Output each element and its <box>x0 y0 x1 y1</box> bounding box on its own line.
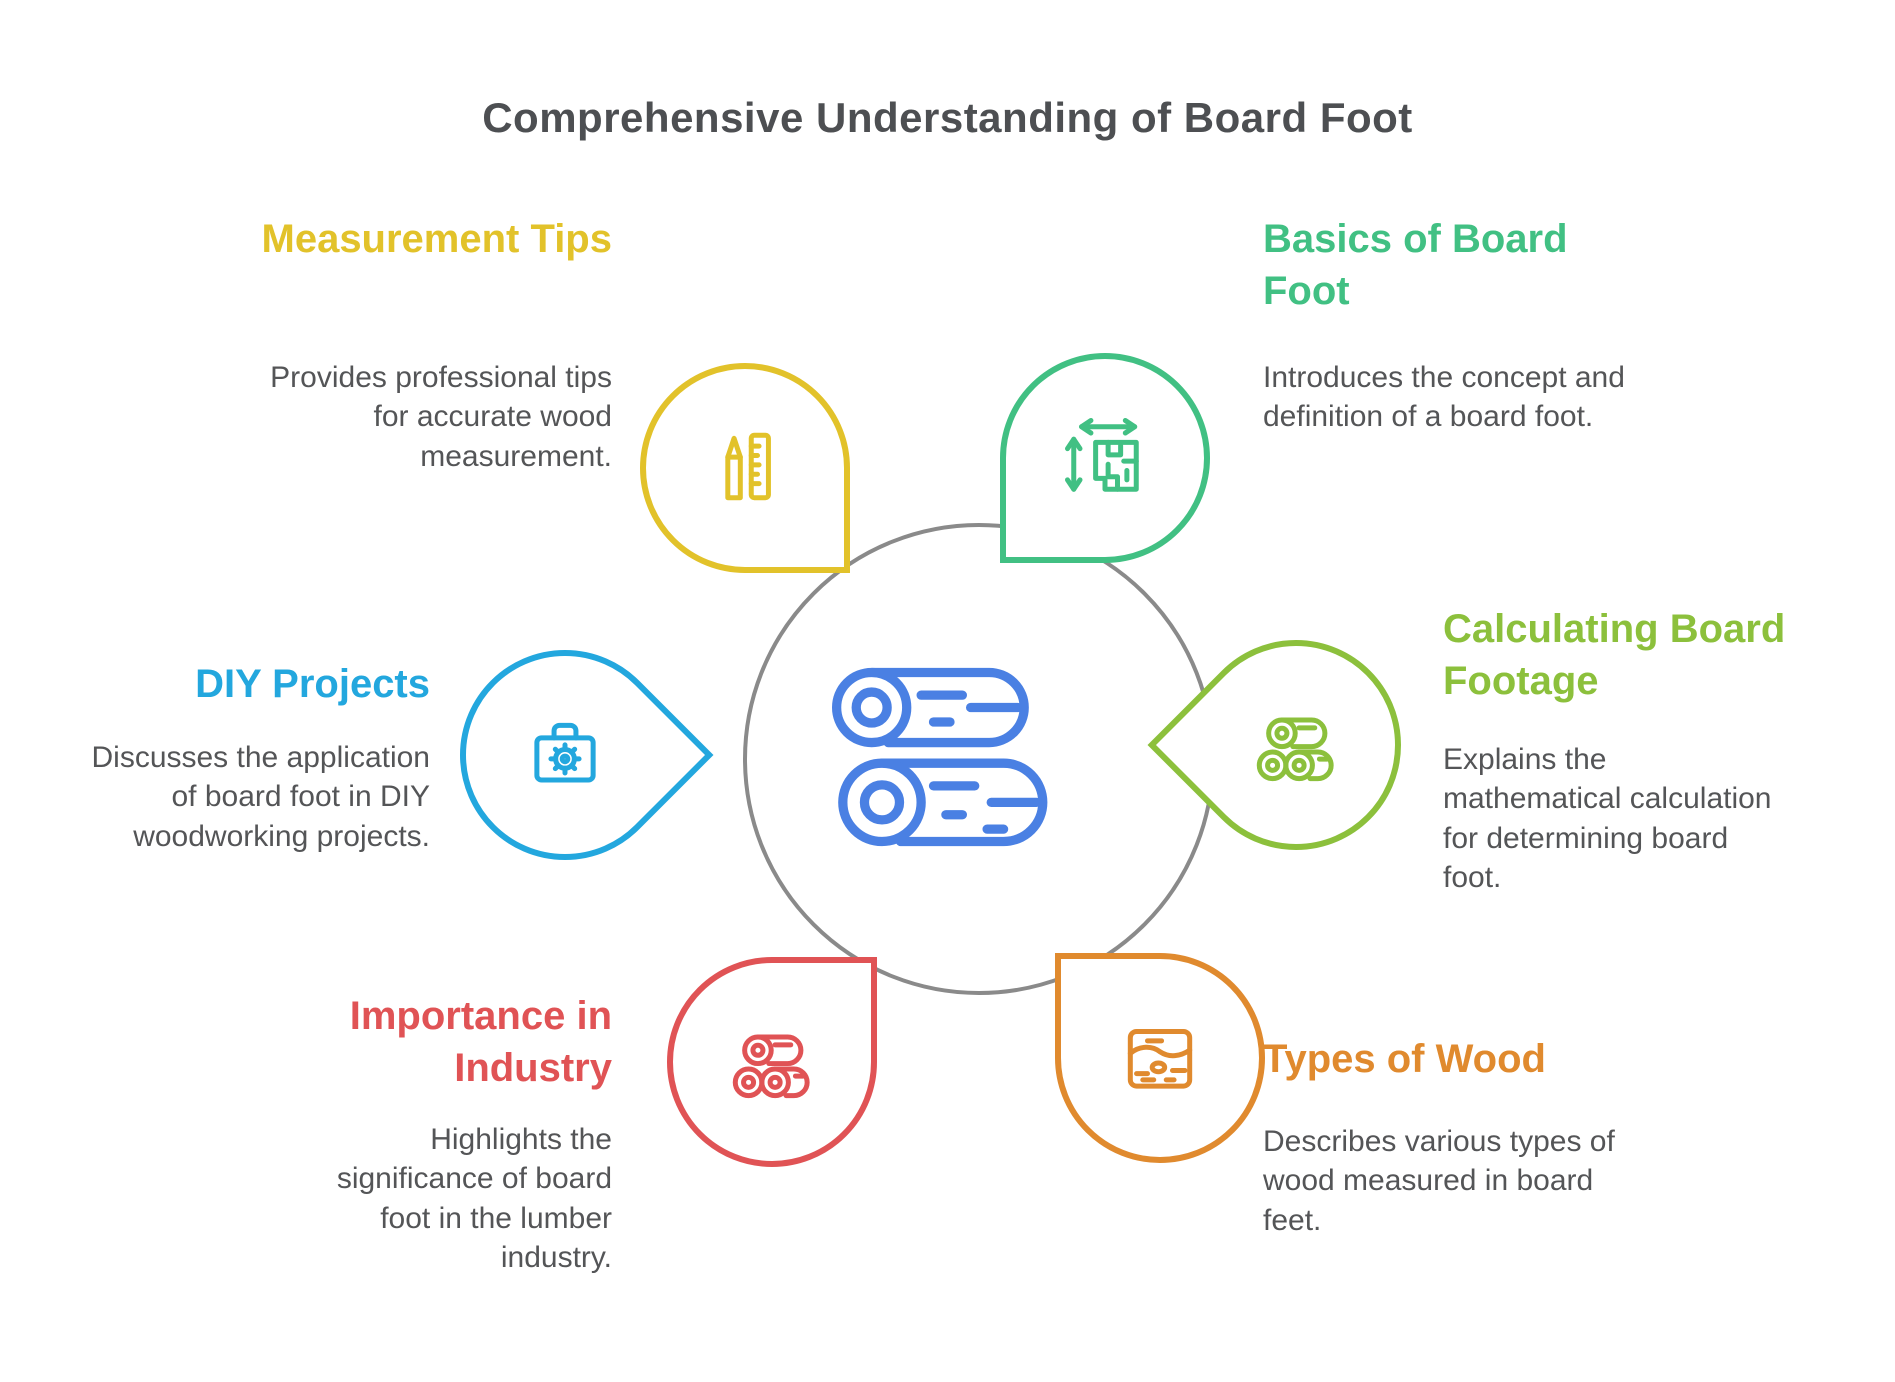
pin-diy-projects <box>416 606 714 904</box>
section-title-types-of-wood: Types of Wood <box>1263 1037 1546 1081</box>
section-title-measurement-tips: Measurement Tips <box>261 217 613 261</box>
section-description-diy-projects: Discusses the application of board foot … <box>91 741 430 853</box>
section-description-measurement-tips: Provides professional tips for accurate … <box>270 361 612 473</box>
section-title-diy-projects: DIY Projects <box>195 662 430 706</box>
section-description-calculating-board-footage: Explains the mathematical calculation fo… <box>1443 743 1772 894</box>
pin-measurement-tips <box>640 363 850 573</box>
logs-icon <box>826 656 1074 858</box>
dimensions-plan-icon <box>1055 408 1155 508</box>
pin-basics-of-board-foot <box>1000 353 1210 563</box>
section-description-types-of-wood: Describes various types of wood measured… <box>1263 1125 1615 1237</box>
pin-importance-in-industry <box>667 957 877 1167</box>
toolbox-icon <box>515 705 615 805</box>
pin-calculating-board-footage <box>1147 596 1445 894</box>
section-title-basics-of-board-foot: Basics of Board Foot <box>1263 217 1568 313</box>
wood-plank-icon <box>1110 1008 1210 1108</box>
section-title-calculating-board-footage: Calculating Board Footage <box>1443 607 1786 703</box>
page-title: Comprehensive Understanding of Board Foo… <box>482 94 1413 141</box>
pin-types-of-wood <box>1055 953 1265 1163</box>
log-stack-icon <box>1246 695 1346 795</box>
section-description-basics-of-board-foot: Introduces the concept and definition of… <box>1263 361 1625 434</box>
pencil-ruler-icon <box>695 418 795 518</box>
section-description-importance-in-industry: Highlights the significance of board foo… <box>336 1123 612 1274</box>
log-pile-icon <box>722 1012 822 1112</box>
section-title-importance-in-industry: Importance in Industry <box>349 994 612 1090</box>
